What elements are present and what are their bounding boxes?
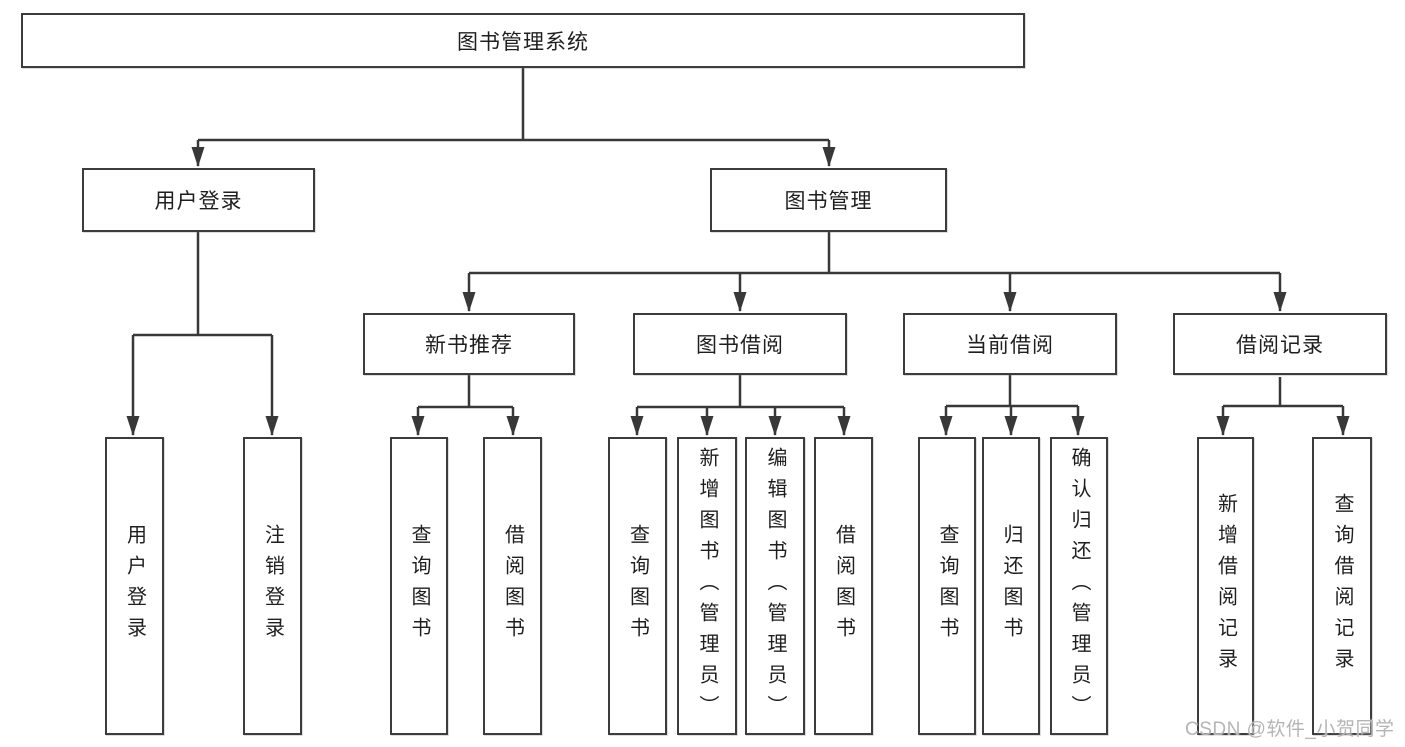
leaf-recommend-borrow-box: 借阅图书 <box>483 437 542 735</box>
leaf-current-query-box: 查询图书 <box>918 437 976 735</box>
leaf-borrow-edit-box: 编辑图书（管理员） <box>745 437 805 735</box>
leaf-label: 查询图书 <box>936 524 958 648</box>
leaf-recommend-query-box: 查询图书 <box>390 437 448 735</box>
watermark-text: CSDN @软件_小贺同学 <box>1185 719 1395 740</box>
user-login-box: 用户登录 <box>82 168 315 232</box>
borrow-records-box: 借阅记录 <box>1173 313 1387 375</box>
root-box: 图书管理系统 <box>21 13 1025 68</box>
leaf-records-query-box: 查询借阅记录 <box>1312 437 1372 735</box>
leaf-borrow-query-box: 查询图书 <box>608 437 667 735</box>
leaf-current-return-box: 归还图书 <box>982 437 1040 735</box>
leaf-label: 归还图书 <box>1000 524 1022 648</box>
leaf-label: 新增借阅记录 <box>1214 493 1237 679</box>
leaf-label: 编辑图书（管理员） <box>764 446 786 726</box>
leaf-label: 查询借阅记录 <box>1331 493 1353 679</box>
leaf-label: 查询图书 <box>408 524 430 648</box>
book-borrow-box: 图书借阅 <box>633 313 847 375</box>
leaf-user-login-box: 用户登录 <box>105 437 164 735</box>
leaf-records-add-box: 新增借阅记录 <box>1197 437 1254 735</box>
leaf-label: 用户登录 <box>123 524 146 648</box>
leaf-label: 借阅图书 <box>501 524 524 648</box>
leaf-current-confirm-box: 确认归还（管理员） <box>1050 437 1108 735</box>
leaf-borrow-borrow-box: 借阅图书 <box>814 437 873 735</box>
leaf-borrow-add-box: 新增图书（管理员） <box>677 437 737 735</box>
book-management-box: 图书管理 <box>710 168 947 232</box>
leaf-label: 查询图书 <box>626 524 649 648</box>
new-book-recommend-box: 新书推荐 <box>363 313 575 375</box>
leaf-label: 注销登录 <box>261 524 284 648</box>
leaf-label: 确认归还（管理员） <box>1068 446 1090 726</box>
leaf-label: 新增图书（管理员） <box>696 446 718 726</box>
leaf-label: 借阅图书 <box>832 524 855 648</box>
current-borrow-box: 当前借阅 <box>903 313 1117 375</box>
leaf-logout-box: 注销登录 <box>243 437 302 735</box>
